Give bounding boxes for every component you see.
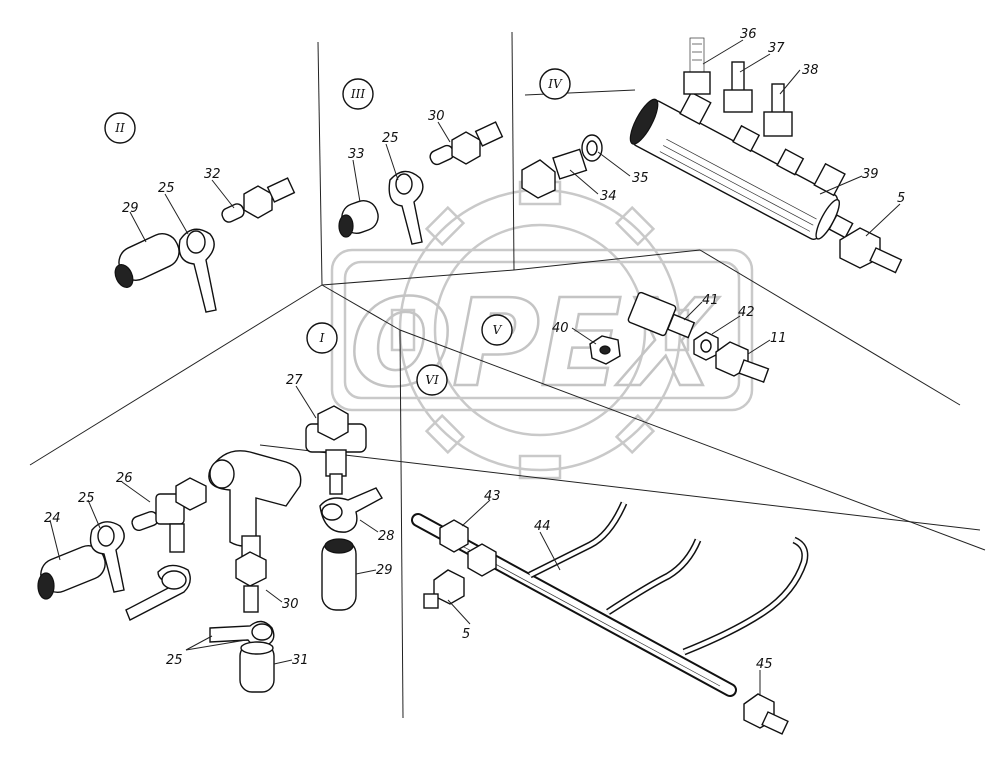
watermark-text: OPEX xyxy=(350,275,720,414)
svg-text:IV: IV xyxy=(547,77,563,91)
drain-tube-44 xyxy=(411,501,809,697)
callout-41: 41 xyxy=(702,293,719,308)
union-11 xyxy=(715,341,770,383)
callout-31: 31 xyxy=(292,653,309,668)
hose-31 xyxy=(239,641,275,693)
section-markers: II III IV V I VI xyxy=(104,68,571,396)
hose-29-lower xyxy=(321,538,357,611)
clamp-25-ii xyxy=(178,228,217,313)
callout-5-upper: 5 xyxy=(897,191,905,206)
section-marker-v: V xyxy=(481,314,513,346)
section-marker-iv: IV xyxy=(539,68,571,100)
svg-text:I: I xyxy=(319,331,325,345)
bolt-34 xyxy=(521,148,588,199)
section-marker-i: I xyxy=(306,322,338,354)
section-marker-iii: III xyxy=(342,78,374,110)
clamp-28 xyxy=(319,487,383,533)
callout-38: 38 xyxy=(802,63,819,78)
section-dividers xyxy=(29,31,986,719)
callout-27: 27 xyxy=(286,373,303,388)
callout-43: 43 xyxy=(484,489,501,504)
callout-40: 40 xyxy=(552,321,569,336)
svg-text:III: III xyxy=(350,87,365,101)
callout-44: 44 xyxy=(534,519,551,534)
callout-39: 39 xyxy=(862,167,879,182)
union-45 xyxy=(743,693,789,735)
clamp-25-i-b xyxy=(125,564,191,621)
clamp-25-i-a xyxy=(89,521,125,593)
callout-30-i: 30 xyxy=(282,597,299,612)
fuel-manifold-assembly xyxy=(521,37,903,274)
hose-29-upper xyxy=(114,233,180,288)
callout-5-lower: 5 xyxy=(462,627,470,642)
union-5-upper xyxy=(839,227,903,274)
section-v-parts xyxy=(589,291,770,383)
hose-24 xyxy=(37,545,106,600)
return-manifold-assembly xyxy=(411,501,809,735)
callout-labels: 36 37 38 39 5 34 35 30 25 33 32 25 29 41… xyxy=(44,27,905,672)
callout-42: 42 xyxy=(738,305,755,320)
callout-36: 36 xyxy=(740,27,757,42)
callout-32: 32 xyxy=(204,167,221,182)
svg-text:V: V xyxy=(493,323,503,337)
callout-25-i-b: 25 xyxy=(166,653,183,668)
tee-fitting-27 xyxy=(305,405,367,495)
callout-34: 34 xyxy=(600,189,617,204)
fitting-26 xyxy=(131,477,207,553)
hose-33 xyxy=(338,199,379,238)
clamp-25-iii xyxy=(388,170,424,245)
section-marker-ii: II xyxy=(104,112,136,144)
manifold-tube-39 xyxy=(629,91,854,240)
fitting-30-i xyxy=(235,535,267,613)
tee-body xyxy=(208,450,302,547)
nut-43 xyxy=(439,519,497,577)
section-marker-vi: VI xyxy=(416,364,448,396)
svg-text:VI: VI xyxy=(425,373,439,387)
callout-35: 35 xyxy=(632,171,649,186)
stud-36 xyxy=(683,37,711,95)
washer-35 xyxy=(581,134,603,162)
union-5-lower xyxy=(423,569,465,609)
callout-25-iii: 25 xyxy=(382,131,399,146)
section-ii-parts xyxy=(114,177,296,313)
fitting-32 xyxy=(221,177,296,223)
callout-33: 33 xyxy=(348,147,365,162)
leader-lines xyxy=(49,39,901,696)
callout-11: 11 xyxy=(770,331,787,346)
watermark-gear-inner xyxy=(433,223,647,437)
watermark-frame-inner xyxy=(343,260,741,400)
callout-29-lower: 29 xyxy=(376,563,393,578)
section-iii-parts xyxy=(338,121,504,245)
callout-25-i-a: 25 xyxy=(78,491,95,506)
callout-37: 37 xyxy=(768,41,785,56)
svg-text:II: II xyxy=(114,121,125,135)
callout-29-upper: 29 xyxy=(122,201,139,216)
section-i-parts xyxy=(37,405,383,693)
callout-26: 26 xyxy=(116,471,133,486)
fitting-30-iii xyxy=(429,121,504,166)
fitting-41 xyxy=(627,291,696,339)
stud-38 xyxy=(763,83,793,137)
stud-37 xyxy=(723,61,753,113)
callout-24: 24 xyxy=(44,511,61,526)
callout-45: 45 xyxy=(756,657,773,672)
callout-25-ii: 25 xyxy=(158,181,175,196)
callout-28: 28 xyxy=(378,529,395,544)
nut-40 xyxy=(589,335,621,365)
callout-30-iii: 30 xyxy=(428,109,445,124)
